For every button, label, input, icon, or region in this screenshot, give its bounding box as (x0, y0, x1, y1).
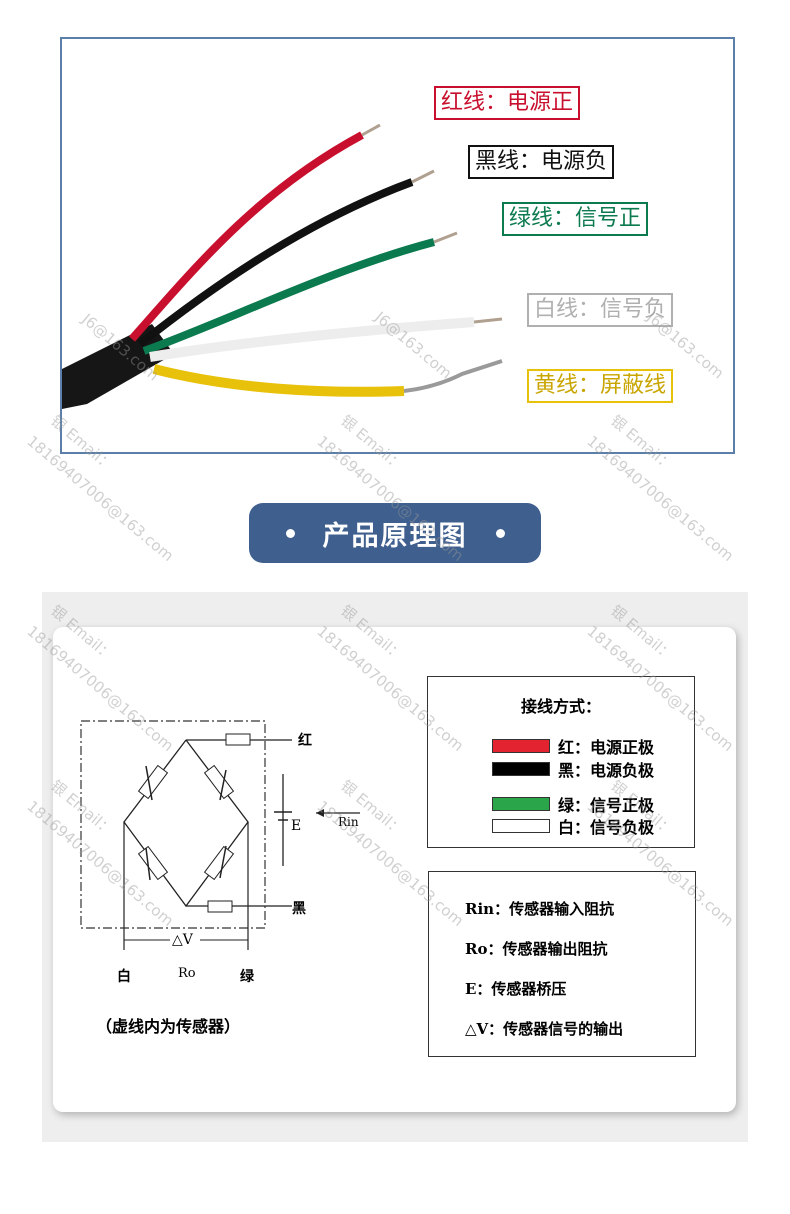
definitions-box: Rin：传感器输入阻抗 Ro：传感器输出阻抗 E：传感器桥压 △V：传感器信号的… (428, 871, 696, 1057)
red-wire (128, 131, 364, 342)
white-wire-tip (473, 317, 503, 324)
bridge-resistor-2 (203, 764, 235, 800)
legend-label: 红：电源正极 (558, 738, 655, 757)
bridge-resistor-1 (137, 764, 169, 800)
variable-arrow-2 (219, 769, 227, 801)
black-swatch (492, 762, 550, 776)
green-wire-tip (433, 231, 458, 244)
definition-rin: Rin：传感器输入阻抗 (465, 900, 615, 918)
definition-e: E：传感器桥压 (465, 980, 567, 998)
variable-arrow-3 (145, 847, 151, 881)
legend-label: 绿：信号正极 (558, 796, 655, 815)
banner-title: 产品原理图 (322, 520, 468, 552)
black-wire-label: 黑线：电源负 (468, 145, 615, 179)
shield-braid (403, 359, 503, 393)
white-wire-label: 白线：信号负 (527, 293, 674, 327)
bullet-dot-right (495, 528, 505, 538)
legend-item-green: 绿：信号正极 (492, 793, 702, 815)
variable-arrow-4 (219, 845, 227, 879)
e-label: E (291, 818, 302, 834)
ro-label: Ro (178, 966, 196, 981)
legend-label: 黑：电源负极 (558, 761, 655, 780)
bridge-resistor-4 (203, 845, 235, 881)
black-terminal-label: 黑 (292, 901, 306, 917)
bullet-dot-left (285, 528, 295, 538)
green-terminal-label: 绿 (240, 969, 254, 985)
white-wire-shade (149, 317, 475, 362)
red-wire-label: 红线：电源正 (434, 86, 581, 120)
section-banner: 产品原理图 (249, 503, 541, 563)
legend-item-red: 红：电源正极 (492, 735, 702, 757)
rin-arrow-head (316, 809, 324, 817)
white-swatch (492, 819, 550, 833)
green-wire-label: 绿线：信号正 (502, 202, 649, 236)
legend-label: 白：信号负极 (558, 818, 655, 837)
green-wire (142, 238, 436, 355)
legend-item-black: 黑：电源负极 (492, 758, 702, 780)
yellow-wire-label: 黄线：屏蔽线 (527, 369, 674, 403)
bridge-resistor-3 (137, 845, 169, 881)
sensor-note: （虚线内为传感器） (96, 1017, 241, 1036)
yellow-wire (152, 364, 405, 397)
green-swatch (492, 797, 550, 811)
rin-label: Rin (338, 815, 359, 829)
rin-resistor (225, 733, 251, 746)
variable-arrow-1 (145, 765, 153, 801)
ro-resistor (207, 900, 233, 913)
wiring-legend: 接线方式： 红：电源正极 黑：电源负极 绿：信号正极 白：信号负极 (427, 676, 695, 848)
red-swatch (492, 739, 550, 753)
sensor-boundary (80, 720, 266, 929)
delta-v-label: △V (172, 932, 193, 948)
definition-ro: Ro：传感器输出阻抗 (465, 940, 608, 958)
white-wire (149, 317, 475, 362)
cable-jacket (62, 324, 174, 409)
red-wire-tip (361, 123, 381, 137)
white-terminal-label: 白 (117, 969, 131, 985)
red-terminal-label: 红 (298, 733, 312, 749)
legend-item-white: 白：信号负极 (492, 815, 702, 837)
bridge-diamond (123, 739, 249, 908)
cable-drawing (62, 123, 503, 409)
black-wire-tip (411, 169, 435, 184)
wiring-title: 接线方式： (520, 697, 601, 716)
cable-photo: 红线：电源正 黑线：电源负 绿线：信号正 白线：信号负 黄线：屏蔽线 (60, 37, 735, 454)
definition-delta-v: △V：传感器信号的输出 (465, 1020, 624, 1038)
black-wire (137, 178, 414, 348)
